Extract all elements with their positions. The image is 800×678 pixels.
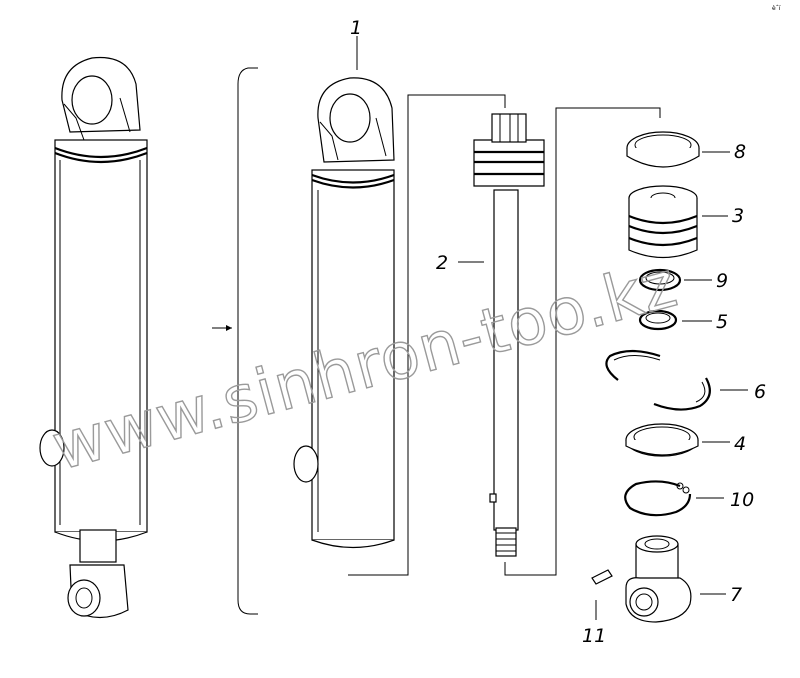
ring-5 xyxy=(638,309,678,331)
corner-mark: èˆï xyxy=(772,5,781,12)
seal-9 xyxy=(638,268,682,292)
bracket-2 xyxy=(348,94,506,576)
pin-11 xyxy=(591,569,613,585)
piston-rod xyxy=(473,113,545,557)
callout-4: 4 xyxy=(734,433,746,455)
callout-10: 10 xyxy=(730,489,754,511)
cylinder-body xyxy=(293,77,395,549)
callout-3: 3 xyxy=(732,205,744,227)
callout-2: 2 xyxy=(436,252,448,274)
half-rings-6 xyxy=(605,349,711,411)
bracket-3 xyxy=(504,107,661,576)
assembled-cylinder xyxy=(39,56,148,619)
callout-7: 7 xyxy=(730,584,742,606)
callout-1: 1 xyxy=(350,17,362,39)
eye-end-7 xyxy=(625,535,692,623)
bracket-left xyxy=(237,67,258,615)
ring-4 xyxy=(625,423,699,457)
callout-9: 9 xyxy=(716,270,728,292)
callout-8: 8 xyxy=(734,141,746,163)
callout-5: 5 xyxy=(716,311,728,333)
snap-ring-10 xyxy=(624,480,692,517)
callout-11: 11 xyxy=(582,625,606,647)
callout-6: 6 xyxy=(754,381,766,403)
ring-8 xyxy=(626,131,700,168)
gland-3 xyxy=(628,185,698,259)
